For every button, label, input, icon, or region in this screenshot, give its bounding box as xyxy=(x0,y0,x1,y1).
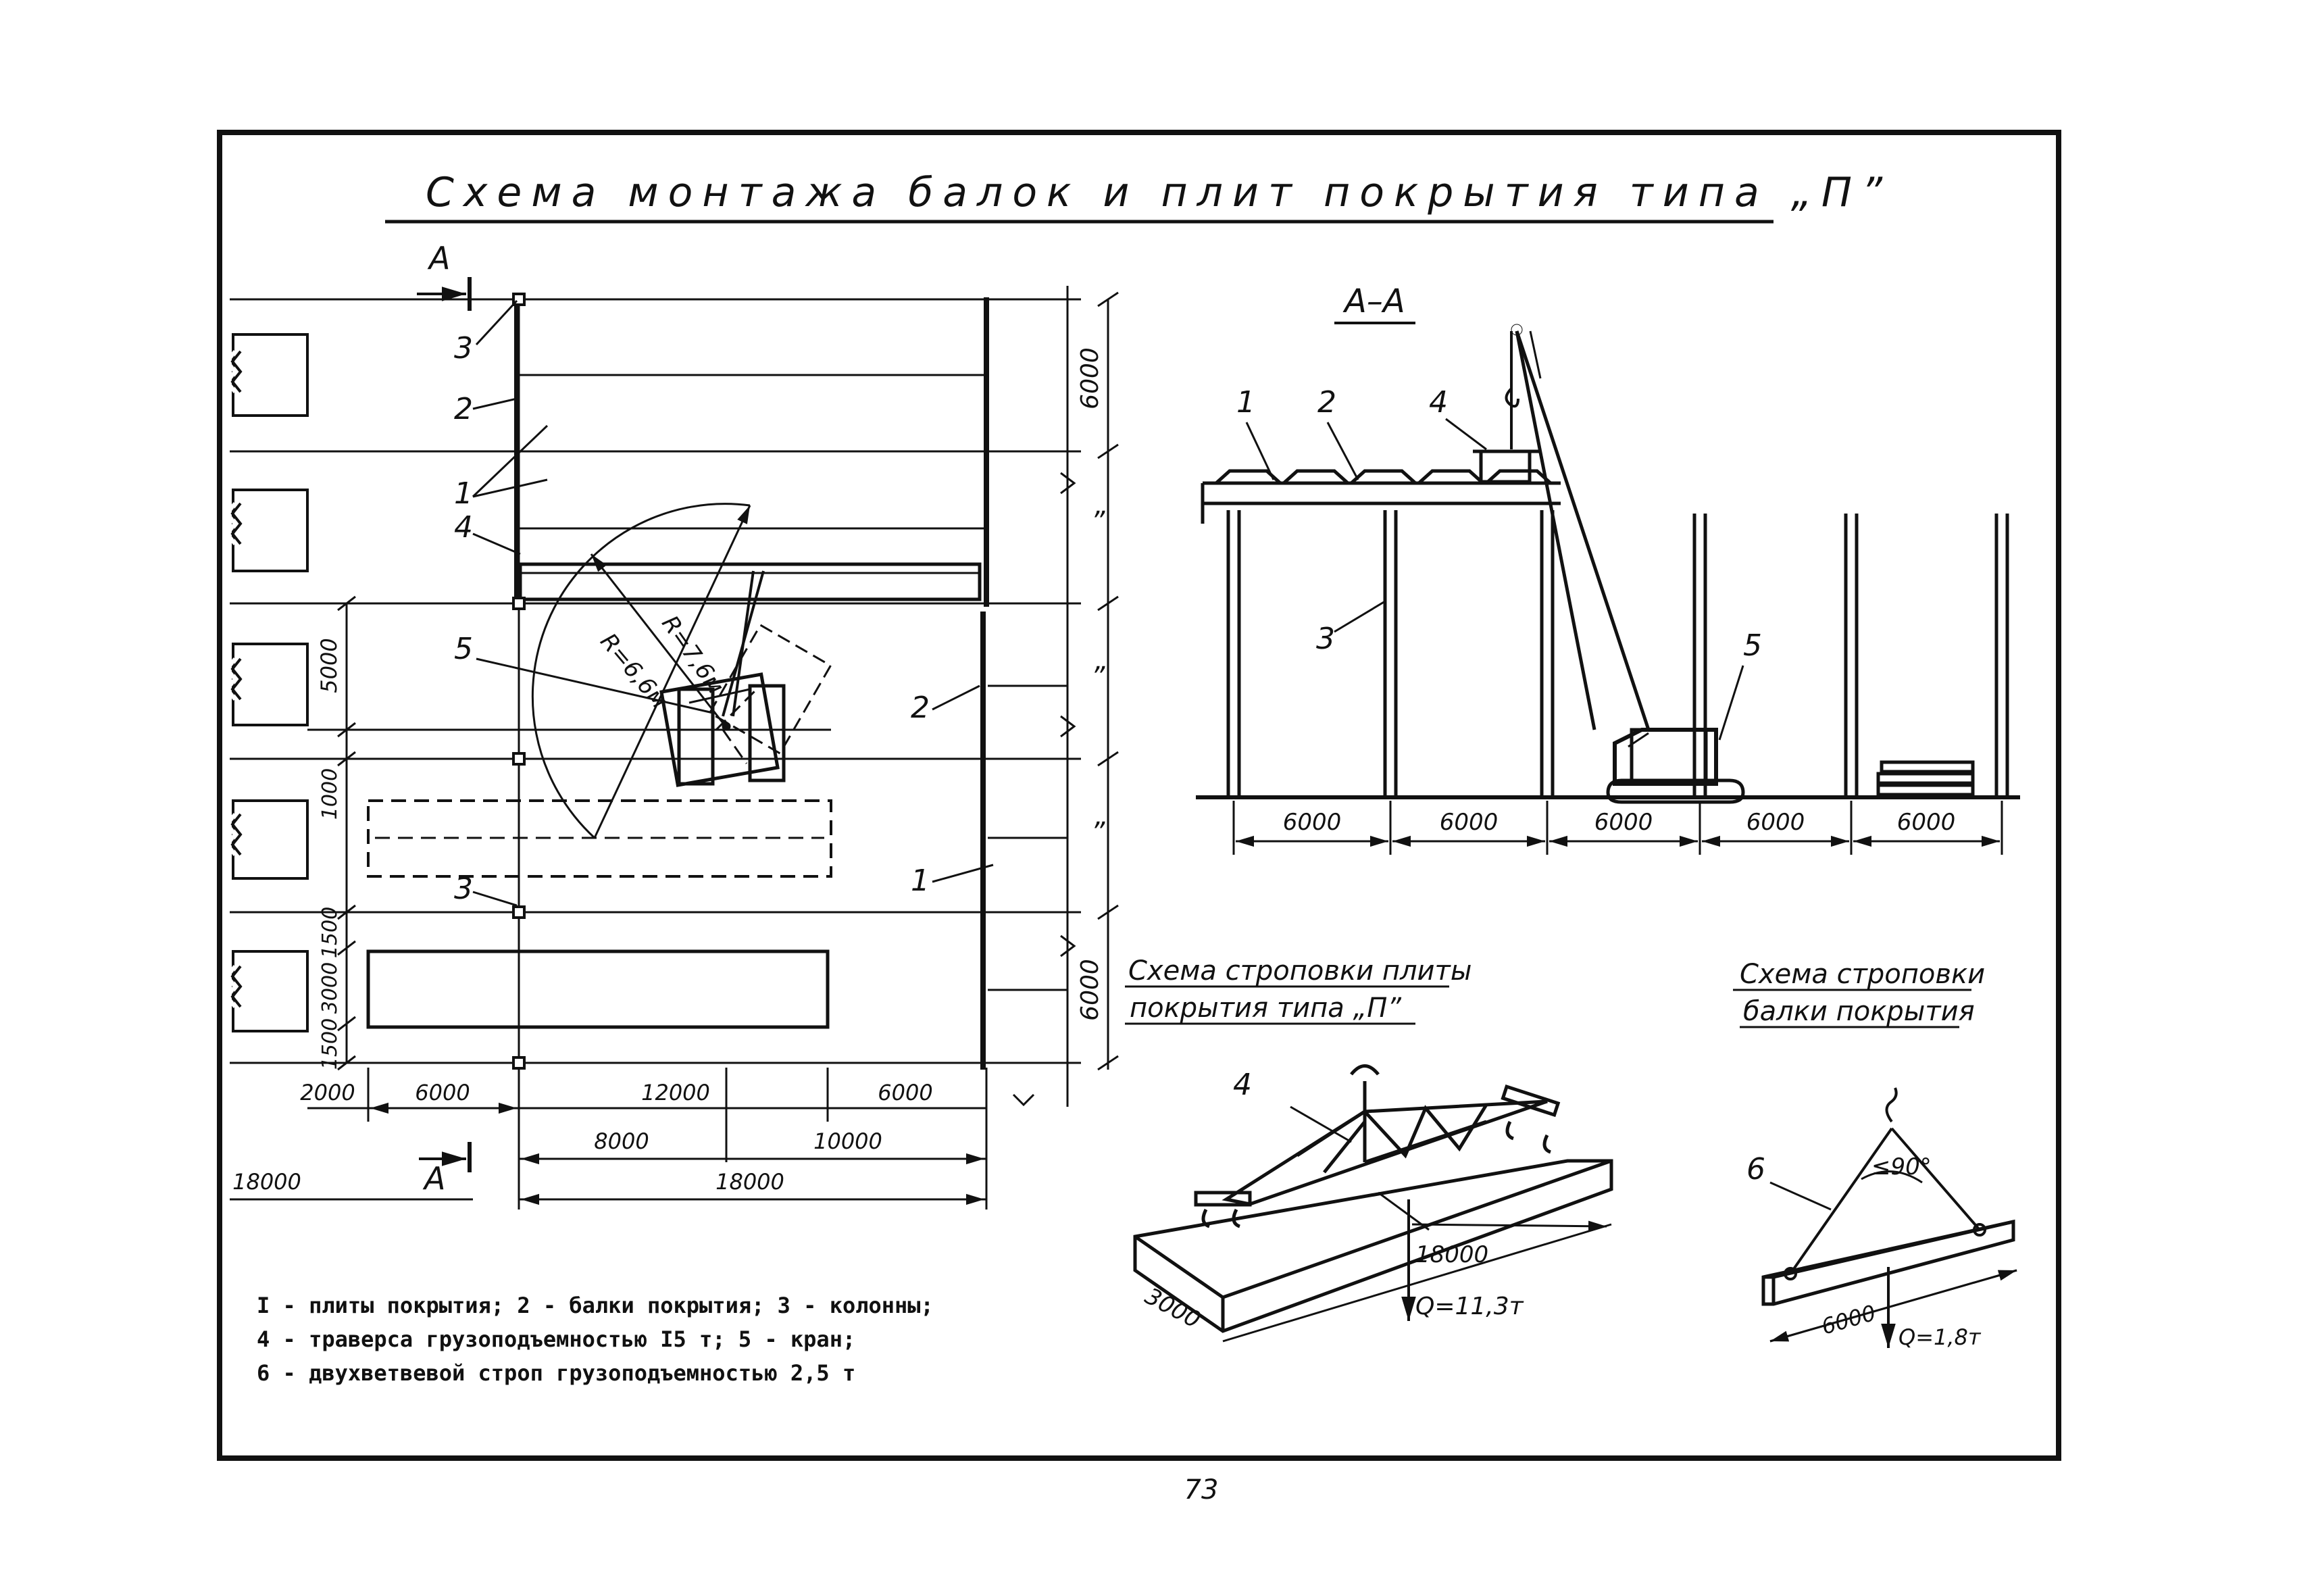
section-leaders xyxy=(1245,418,1744,741)
right-row xyxy=(980,612,1067,1070)
section-columns xyxy=(1226,510,2009,797)
beam-length-arrow-2 xyxy=(1769,1269,2017,1343)
neighbour-blocks xyxy=(224,333,309,1032)
beam-length: 6000 xyxy=(1819,1300,1879,1340)
bottom-dim-8000: 8000 xyxy=(594,1128,649,1154)
beam-callout-6: 6 xyxy=(1746,1152,1765,1187)
columns xyxy=(512,293,526,1070)
right-dimension-chain xyxy=(1060,286,1119,1107)
drawing-title: Схема монтажа балок и плит покрытия типа… xyxy=(426,169,1892,216)
beam-load: Q=1,8т xyxy=(1898,1324,1982,1350)
plan-callout-5: 5 xyxy=(454,632,473,666)
slab-length: 18000 xyxy=(1415,1241,1488,1268)
right-dim-3: ” xyxy=(1091,662,1105,693)
slab-sling-title-2: покрытия типа „П” xyxy=(1130,993,1401,1024)
section-roof xyxy=(1201,449,1561,524)
section-callout-4: 4 xyxy=(1429,385,1448,420)
section-span-2: 6000 xyxy=(1440,809,1499,836)
bottom-dim-6000-left: 6000 xyxy=(415,1080,470,1105)
stored-beams xyxy=(367,799,832,878)
left-dim-3000: 3000 xyxy=(318,962,342,1014)
bottom-dim-12000: 12000 xyxy=(641,1080,710,1105)
left-dim-1500-bottom: 1500 xyxy=(318,1018,342,1070)
section-mark-top: А xyxy=(427,240,450,276)
sling-angle: ≤90° xyxy=(1871,1153,1932,1180)
left-dim-1500-top: 1500 xyxy=(318,907,342,958)
slab-length-arrow xyxy=(1411,1220,1607,1232)
sling-leader xyxy=(1769,1181,1832,1211)
section-span-3: 6000 xyxy=(1594,809,1653,836)
beam-sling xyxy=(1784,1087,1986,1280)
slab-sling-title-1: Схема строповки плиты xyxy=(1128,955,1472,987)
legend-line-2: 4 - траверса грузоподъемностью I5 т; 5 -… xyxy=(257,1326,855,1352)
section-callout-2: 2 xyxy=(1317,385,1336,420)
section-title: А–А xyxy=(1342,282,1405,320)
inner-radius-line xyxy=(590,553,724,724)
section-callout-3: 3 xyxy=(1316,622,1335,656)
page-number: 73 xyxy=(1184,1474,1219,1505)
slab-length-leader xyxy=(1222,1223,1612,1343)
section-callout-1: 1 xyxy=(1236,385,1255,420)
section-crane xyxy=(1505,324,1745,804)
legend-line-3: 6 - двухветвевой строп грузоподъемностью… xyxy=(257,1360,855,1386)
bottom-dim-10000: 10000 xyxy=(813,1128,882,1154)
legend-line-1: I - плиты покрытия; 2 - балки покрытия; … xyxy=(257,1293,934,1318)
crane-plan xyxy=(659,570,832,787)
beam-sling-title-1: Схема строповки xyxy=(1740,959,1985,990)
slab-load: Q=11,3т xyxy=(1415,1293,1524,1320)
slab-width: 3000 xyxy=(1140,1282,1205,1334)
plan-callout-3-top: 3 xyxy=(454,331,473,366)
beam-body xyxy=(1761,1219,2015,1306)
left-dim-1000: 1000 xyxy=(318,768,342,820)
section-callout-5: 5 xyxy=(1743,628,1762,663)
section-span-4: 6000 xyxy=(1746,809,1805,836)
plan-callout-4: 4 xyxy=(454,510,473,545)
right-dim-4: ” xyxy=(1091,817,1105,848)
section-dimension-chain xyxy=(1232,801,2003,855)
plan-callout-1-right: 1 xyxy=(911,864,930,898)
sling-angle-arc xyxy=(1861,1170,1923,1184)
section-mark-bottom: А xyxy=(422,1160,445,1197)
left-dimension-chain xyxy=(337,595,356,1071)
plan-view: А xyxy=(224,240,1119,1210)
legend: I - плиты покрытия; 2 - балки покрытия; … xyxy=(257,1293,934,1386)
slab-sling-scheme: Схема строповки плиты покрытия типа „П” … xyxy=(1125,955,1613,1343)
section-view: А–А xyxy=(1196,282,2020,855)
left-dim-5000: 5000 xyxy=(316,638,342,693)
plan-callout-1-left: 1 xyxy=(454,476,473,511)
section-span-1: 6000 xyxy=(1283,809,1342,836)
slab-traverse-leader xyxy=(1290,1105,1352,1143)
right-dim-1: 6000 xyxy=(1076,347,1104,409)
bottom-dim-18000-left: 18000 xyxy=(232,1169,301,1195)
plan-leaders xyxy=(472,299,994,907)
right-dim-5: 6000 xyxy=(1076,959,1104,1021)
outer-radius-line xyxy=(593,505,751,839)
beam-sling-scheme: Схема строповки балки покрытия ≤90° 6 60… xyxy=(1733,959,2017,1350)
drawing-frame xyxy=(217,130,2061,1461)
plan-callout-3-bottom: 3 xyxy=(454,872,473,906)
beam-sling-title-2: балки покрытия xyxy=(1743,996,1975,1027)
section-span-5: 6000 xyxy=(1897,809,1956,836)
slab-callout-4: 4 xyxy=(1233,1068,1252,1102)
outer-radius-arc xyxy=(531,503,751,839)
plan-callout-2-left: 2 xyxy=(454,392,473,426)
section-stacked-slabs xyxy=(1876,760,1975,797)
bottom-dim-6000-right: 6000 xyxy=(878,1080,932,1105)
stored-slab xyxy=(366,949,830,1029)
bottom-dim-2000: 2000 xyxy=(300,1080,355,1105)
grid-lines xyxy=(230,298,1081,1064)
bottom-dim-18000-right: 18000 xyxy=(715,1169,784,1195)
right-dim-2: ” xyxy=(1091,506,1105,537)
slab-traverse xyxy=(1194,1064,1561,1228)
plan-callout-2-right: 2 xyxy=(911,691,930,725)
